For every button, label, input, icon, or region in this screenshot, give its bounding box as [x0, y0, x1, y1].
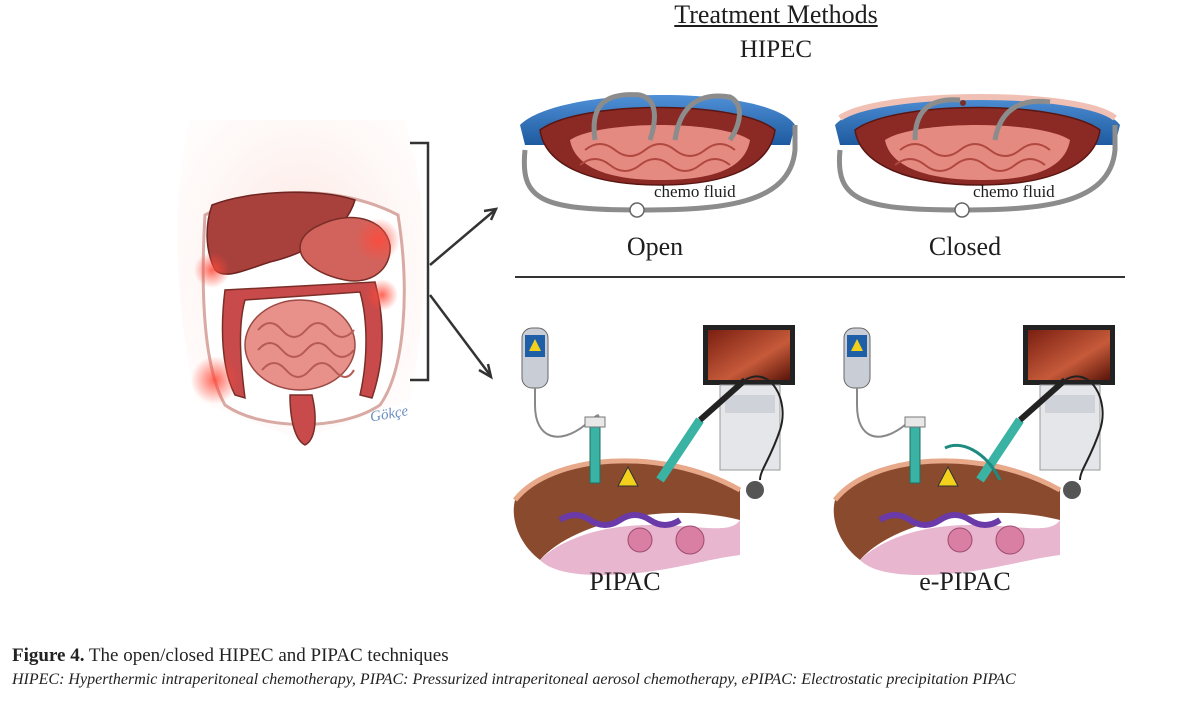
- bracket-arrows: [410, 141, 499, 382]
- caption-abbreviations: HIPEC: Hyperthermic intraperitoneal chem…: [12, 671, 1016, 688]
- signature-mark: Gökçe: [369, 403, 410, 425]
- hipec-closed-illustration: [835, 94, 1120, 218]
- pipac-illustration: [513, 325, 795, 575]
- open-label: Open: [626, 232, 684, 261]
- figure-title: Treatment Methods: [674, 0, 878, 29]
- chemo-fluid-label-open: chemo fluid: [654, 182, 736, 201]
- hipec-open-illustration: [520, 92, 798, 218]
- abdomen-illustration: Gökçe: [177, 120, 425, 446]
- epipac-label: e-PIPAC: [919, 567, 1011, 596]
- caption-title: Figure 4. The open/closed HIPEC and PIPA…: [12, 645, 1192, 667]
- figure-caption: Figure 4. The open/closed HIPEC and PIPA…: [12, 645, 1192, 689]
- closed-label: Closed: [928, 232, 1002, 261]
- chemo-fluid-label-closed: chemo fluid: [973, 182, 1055, 201]
- pipac-label: PIPAC: [589, 567, 661, 596]
- caption-figure-number: Figure 4.: [12, 645, 85, 666]
- caption-text: The open/closed HIPEC and PIPAC techniqu…: [88, 645, 449, 666]
- hipec-heading: HIPEC: [739, 36, 813, 63]
- epipac-illustration: [833, 325, 1115, 575]
